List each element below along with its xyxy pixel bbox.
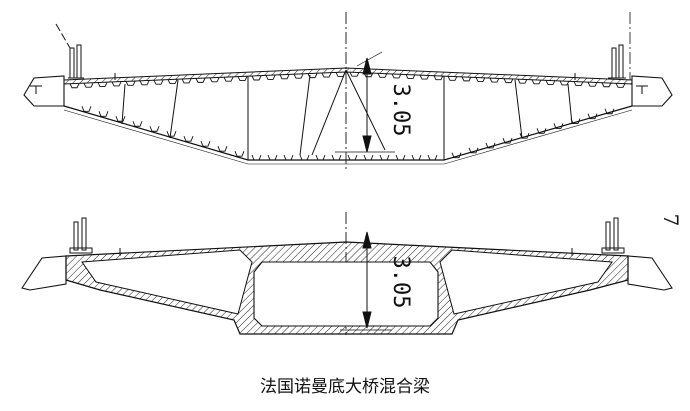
deck-trough [69, 83, 80, 89]
deck-trough [181, 78, 192, 84]
bottom-trough [217, 146, 228, 152]
bottom-trough [427, 154, 438, 161]
deck-trough [279, 74, 290, 80]
deck-trough [391, 73, 402, 79]
deck-trough [293, 74, 304, 79]
deck-trough [265, 75, 276, 80]
left-concrete-barrier [21, 255, 67, 291]
deck-trough [545, 80, 556, 85]
deck-trough [447, 76, 458, 81]
bottom-trough [331, 154, 342, 161]
bottom-trough [553, 123, 564, 129]
bottom-trough [604, 108, 615, 115]
upper-bottom-flange [63, 105, 633, 161]
bottom-trough [115, 116, 126, 122]
bottom-trough [379, 154, 390, 161]
deck-trough [489, 77, 500, 83]
lower-box-void [253, 261, 439, 327]
deck-trough [195, 78, 206, 83]
deck-trough [111, 81, 122, 87]
side-mark: 7 [659, 214, 683, 227]
right-concrete-barrier [627, 255, 673, 291]
bottom-trough [587, 113, 598, 120]
deck-trough [349, 71, 360, 77]
deck-trough [223, 76, 234, 82]
bottom-trough [315, 154, 326, 161]
bottom-trough [283, 154, 294, 161]
bottom-trough [132, 121, 143, 127]
deck-trough [321, 72, 332, 78]
deck-trough [615, 83, 626, 88]
deck-trough [419, 74, 430, 80]
bottom-trough [251, 154, 262, 161]
bottom-trough [149, 126, 160, 132]
deck-trough [97, 82, 108, 88]
deck-trough [559, 80, 570, 86]
steel-box-section [23, 12, 673, 170]
deck-trough [167, 79, 178, 85]
bottom-trough [363, 154, 374, 161]
deck-trough [139, 80, 150, 86]
bottom-trough [347, 154, 358, 161]
left-post [69, 47, 75, 79]
deck-trough [601, 82, 612, 88]
lower-dimension-label: 3.05 [388, 256, 413, 309]
deck-trough [251, 75, 262, 81]
deck-trough [307, 73, 318, 79]
upper-dimension [335, 51, 395, 153]
deck-trough [125, 81, 136, 86]
bottom-trough [299, 154, 310, 161]
deck-trough [475, 77, 486, 82]
deck-trough [377, 73, 388, 78]
deck-trough [531, 79, 542, 85]
deck-trough [335, 72, 346, 77]
deck-trough [405, 74, 416, 79]
upper-trough-stiffeners [69, 71, 626, 161]
left-edge-barrier [23, 75, 65, 107]
deck-trough [587, 81, 598, 87]
bottom-trough [200, 141, 211, 147]
bottom-trough [570, 118, 581, 124]
deck-trough [209, 77, 220, 83]
bottom-trough [502, 137, 513, 144]
bottom-trough [234, 151, 245, 157]
bottom-trough [485, 142, 496, 149]
right-edge-barrier [631, 75, 673, 107]
bottom-trough [468, 147, 479, 154]
bottom-trough [81, 106, 92, 112]
concrete-box-section [21, 212, 673, 335]
deck-trough [363, 72, 374, 78]
bottom-trough [267, 154, 278, 161]
deck-trough [503, 78, 514, 84]
bottom-trough [411, 154, 422, 161]
right-post [611, 47, 617, 79]
figure-caption: 法国诺曼底大桥混合梁 [260, 377, 430, 397]
bottom-trough [519, 133, 530, 139]
deck-trough [433, 75, 444, 81]
lower-dimension [340, 231, 392, 331]
deck-trough [83, 82, 94, 88]
bottom-trough [536, 128, 547, 134]
bottom-trough [183, 136, 194, 142]
upper-deck-slab [63, 67, 633, 85]
bottom-trough [451, 152, 462, 159]
deck-trough [573, 81, 584, 87]
deck-trough [461, 76, 472, 82]
deck-trough [517, 79, 528, 84]
upper-dimension-label: 3.05 [388, 84, 413, 137]
bottom-trough [166, 131, 177, 137]
bottom-trough [98, 111, 109, 117]
deck-trough [153, 79, 164, 85]
deck-trough [237, 76, 248, 82]
bottom-trough [395, 154, 406, 161]
